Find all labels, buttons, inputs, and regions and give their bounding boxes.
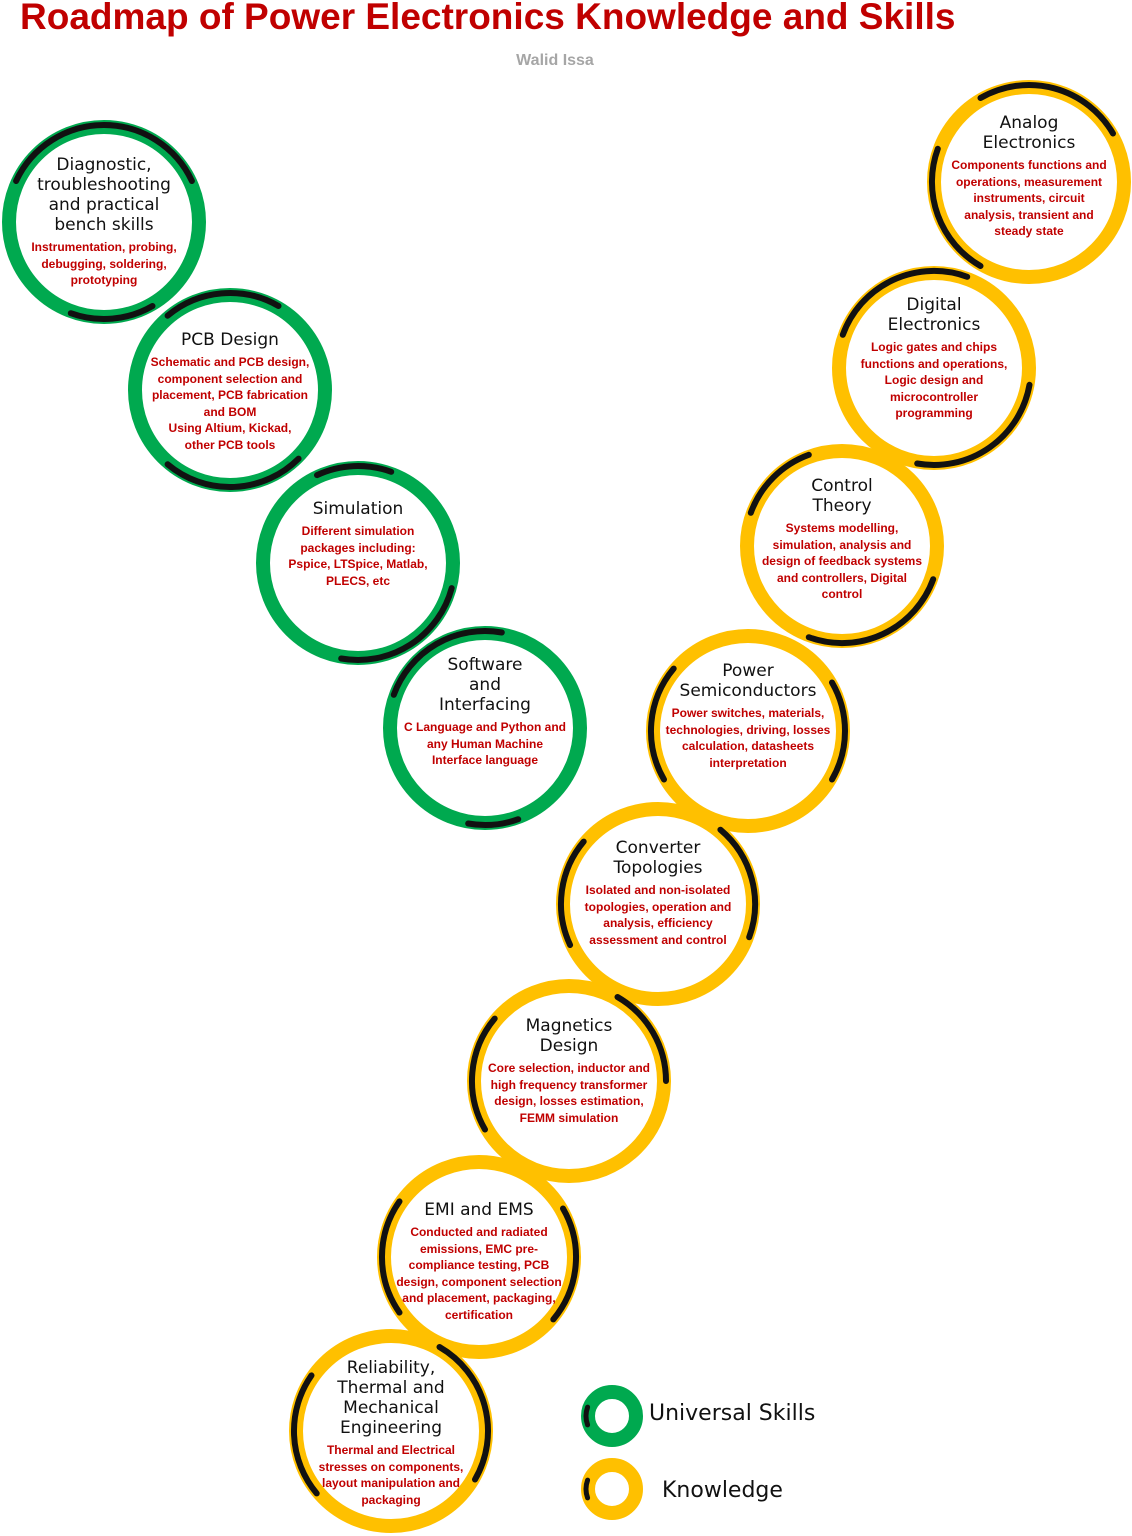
node-arc [829, 679, 848, 783]
node-arc [379, 1198, 403, 1316]
node-description: Instrumentation, probing, debugging, sol… [31, 240, 177, 287]
node-arc [390, 628, 505, 698]
roadmap-node: Reliability, Thermal and Mechanical Engi… [305, 1358, 477, 1508]
node-arc [338, 585, 455, 663]
node-arc [717, 826, 759, 941]
node-arc [13, 122, 195, 184]
legend-arc [583, 1404, 591, 1428]
node-description: C Language and Python and any Human Mach… [403, 720, 566, 767]
node-title: Software and Interfacing [439, 655, 531, 715]
node-arc [550, 1205, 579, 1323]
node-title: Diagnostic, troubleshooting and practica… [37, 155, 171, 235]
node-title: EMI and EMS [424, 1200, 534, 1220]
node-arc [436, 1344, 491, 1483]
node-arc [469, 1015, 498, 1133]
node-description: Systems modelling, simulation, analysis … [761, 521, 923, 601]
legend-arc [583, 1477, 591, 1501]
page-title: Roadmap of Power Electronics Knowledge a… [20, 0, 956, 37]
node-title: Magnetics Design [525, 1016, 613, 1056]
node-arc [67, 303, 156, 322]
roadmap-node: Software and Interfacing C Language and P… [399, 655, 571, 769]
node-arc [648, 665, 677, 783]
roadmap-node: EMI and EMS Conducted and radiated emissi… [393, 1200, 565, 1323]
node-title: Control Theory [811, 476, 873, 516]
node-description: Power switches, materials, technologies,… [665, 706, 831, 770]
node-description: Different simulation packages including:… [288, 524, 428, 588]
author-name: Walid Issa [516, 52, 594, 69]
node-arc [314, 463, 395, 479]
node-arc [164, 290, 282, 319]
node-description: Thermal and Electrical stresses on compo… [318, 1443, 464, 1507]
node-title: Power Semiconductors [679, 661, 817, 701]
node-arc [614, 994, 669, 1084]
node-description: Logic gates and chips functions and oper… [860, 340, 1008, 420]
node-title: Reliability, Thermal and Mechanical Engi… [337, 1358, 445, 1438]
node-description: Components functions and operations, mea… [951, 158, 1107, 238]
node-title: Analog Electronics [982, 113, 1076, 153]
node-arc [747, 451, 812, 516]
node-description: Core selection, inductor and high freque… [487, 1061, 651, 1125]
legend-label-universal: Universal Skills [649, 1401, 816, 1426]
node-description: Schematic and PCB design, component sele… [150, 355, 310, 452]
node-arc [977, 82, 1116, 137]
roadmap-node: Diagnostic, troubleshooting and practica… [18, 155, 190, 289]
node-arc [164, 455, 302, 490]
node-arc [914, 381, 1033, 468]
node-description: Isolated and non-isolated topologies, op… [584, 883, 732, 947]
node-arc [465, 816, 522, 828]
node-arc [805, 576, 937, 647]
legend-label-knowledge: Knowledge [662, 1478, 783, 1503]
node-arc [928, 145, 984, 269]
node-title: PCB Design [181, 330, 279, 350]
node-title: Converter Topologies [613, 838, 703, 878]
node-arc [558, 838, 587, 948]
node-title: Digital Electronics [887, 295, 981, 335]
node-arc [291, 1372, 320, 1497]
node-description: Conducted and radiated emissions, EMC pr… [396, 1225, 562, 1322]
legend-ring-universal [581, 1385, 643, 1447]
legend-ring-knowledge [581, 1458, 643, 1520]
node-title: Simulation [312, 499, 404, 519]
node-arc [839, 267, 971, 338]
